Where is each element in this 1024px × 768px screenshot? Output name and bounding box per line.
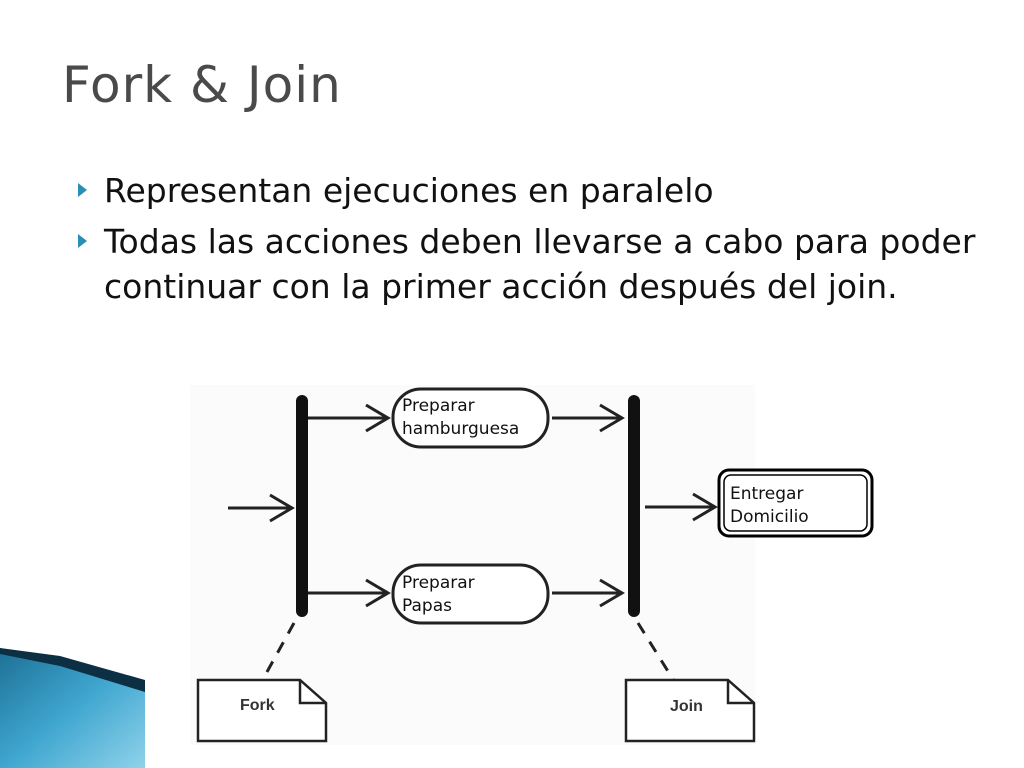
join-note [624,678,756,743]
diagram-canvas [190,385,874,745]
action-hamburguesa [391,387,550,449]
papas-label-line1: Preparar [402,573,475,593]
hamburguesa-label: Preparar hamburguesa [402,395,519,441]
entregar-label-line1: Entregar [730,484,804,504]
corner-decoration [0,648,145,768]
join-note-label: Join [670,698,703,715]
join-note-connector [636,622,676,682]
slide-title: Fork & Join [62,56,342,114]
entregar-label: Entregar Domicilio [730,483,809,529]
triangle-bullet-icon [78,183,87,197]
triangle-bullet-icon [78,234,87,248]
fork-note-connector [260,622,296,682]
action-entregar [717,468,874,538]
hamburguesa-label-line2: hamburguesa [402,419,520,439]
bullet-item: Todas las acciones deben llevarse a cabo… [78,219,978,309]
join-bar [628,395,640,617]
fork-join-diagram: Preparar hamburguesa Preparar Papas Entr… [190,385,880,745]
papas-label: Preparar Papas [402,572,475,618]
fork-note-label: Fork [240,697,275,714]
bullet-list: Representan ejecuciones en paralelo Toda… [78,168,978,315]
bullet-item: Representan ejecuciones en paralelo [78,168,978,213]
entregar-label-line2: Domicilio [730,507,809,527]
papas-label-line2: Papas [402,596,452,616]
action-papas [391,563,550,625]
fork-bar [296,395,308,617]
fork-note [196,678,328,743]
hamburguesa-label-line1: Preparar [402,396,475,416]
bullet-text: Todas las acciones deben llevarse a cabo… [104,222,976,306]
bullet-text: Representan ejecuciones en paralelo [104,171,714,210]
